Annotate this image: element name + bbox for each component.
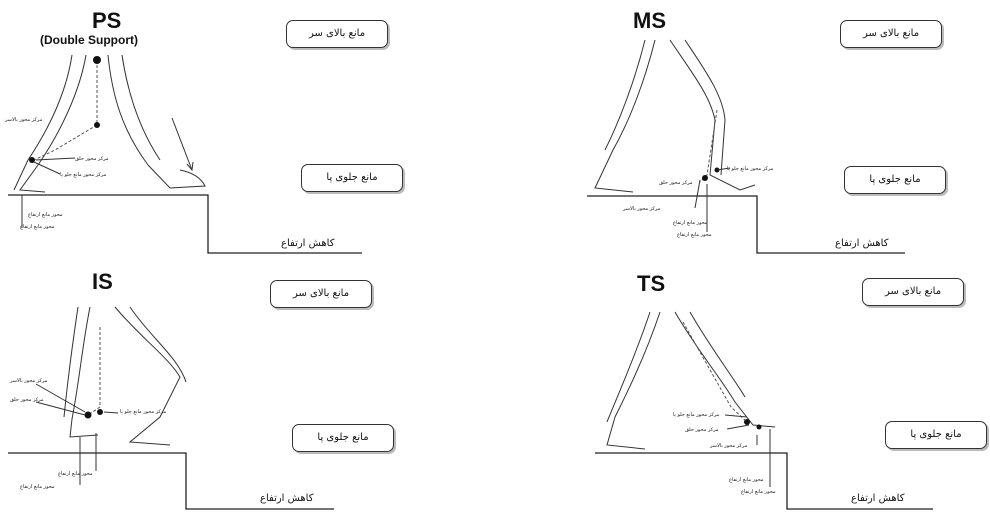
ground-step-outline [8, 452, 334, 510]
overhead-obstacle-label: مانع بالای سر [286, 20, 388, 48]
marker-chain [29, 60, 98, 163]
panel-ts: TS مانع بالای سر مانع جلوی پا کاهش ارتفا… [495, 257, 990, 514]
front-obstacle-label: مانع جلوی پا [292, 424, 394, 452]
rear-leg [606, 311, 661, 450]
ps-gait-drawing [8, 54, 362, 254]
rear-leg-back [13, 54, 73, 191]
marker-label: محور مانع ارتفاع [677, 232, 712, 238]
panel-ms: MS مانع بالای سر مانع جلوی پا کاهش ارتفا… [495, 0, 990, 257]
marker-dot [94, 122, 100, 128]
marker-label: مرکز محور مانع جلو پا [673, 412, 720, 418]
front-leg-back [684, 39, 726, 176]
rear-leg-back [606, 311, 651, 423]
ms-gait-drawing [587, 39, 905, 254]
front-leg [107, 54, 206, 189]
marker-chain [699, 109, 718, 183]
height-drop-label: کاهش ارتفاع [260, 493, 314, 504]
marker-dot [29, 157, 35, 163]
marker-label: محور مانع ارتفاع [729, 477, 764, 483]
marker-dot [756, 424, 762, 430]
overhead-obstacle-label: مانع بالای سر [270, 280, 372, 308]
marker-label: محور مانع ارتفاع [673, 220, 708, 226]
front-leg [674, 311, 776, 428]
marker-label: مرکز محور مانع جلو پا [60, 172, 107, 178]
marker-label: مرکز محور بالاسر [710, 443, 748, 449]
marker-dot [84, 411, 92, 419]
phase-title: TS [637, 271, 666, 296]
rear-leg-back [604, 39, 646, 151]
motion-arrow [171, 117, 193, 171]
phase-subtitle: (Double Support) [40, 33, 138, 47]
marker-label: محور مانع ارتفاع [58, 471, 93, 477]
panel-ps: PS (Double Support) مانع بالای سر مانع ج… [0, 0, 495, 257]
front-leg [669, 39, 756, 191]
height-drop-label: کاهش ارتفاع [835, 238, 889, 249]
ts-gait-drawing [595, 311, 933, 510]
marker-dot [97, 409, 103, 415]
label-leader [694, 167, 731, 232]
marker-label: مرکز محور بالاسر [10, 378, 48, 384]
panel-is: IS مانع بالای سر مانع جلوی پا کاهش ارتفا… [0, 257, 495, 514]
front-obstacle-label: مانع جلوی پا [885, 421, 987, 449]
height-drop-label: کاهش ارتفاع [851, 493, 905, 504]
rear-leg [594, 39, 656, 193]
marker-label: مرکز محور مانع جلو پا [727, 166, 774, 172]
marker-label: محور مانع ارتفاع [20, 484, 55, 490]
phase-title: MS [633, 8, 666, 33]
front-leg-back [689, 311, 746, 398]
front-obstacle-label: مانع جلوی پا [844, 166, 946, 194]
overhead-obstacle-label: مانع بالای سر [862, 278, 964, 306]
overhead-obstacle-label: مانع بالای سر [840, 20, 942, 48]
marker-label: محور مانع ارتفاع [741, 489, 776, 495]
front-obstacle-label: مانع جلوی پا [301, 164, 403, 192]
label-leader [21, 157, 76, 228]
marker-label: مرکز محور حلق [75, 156, 109, 162]
rear-leg [69, 306, 99, 438]
ground-step-outline [595, 452, 933, 510]
marker-dot [702, 175, 708, 181]
ground-step-outline [587, 195, 905, 254]
marker-dot [744, 419, 750, 425]
marker-chain [87, 327, 101, 416]
front-leg-back [121, 54, 161, 161]
front-leg-back [129, 306, 187, 383]
ground-step-outline [8, 194, 362, 254]
marker-label: مرکز محور بالاسر [623, 206, 661, 212]
is-gait-drawing [8, 306, 334, 510]
phase-title: PS [92, 8, 122, 33]
marker-label: مرکز محور حلق [659, 180, 693, 186]
marker-label: مرکز محور حلق [10, 397, 44, 403]
rear-leg-back [63, 306, 79, 418]
marker-label: محور مانع ارتفاع [28, 212, 63, 218]
marker-dot [93, 56, 101, 64]
motion-arrow-head [186, 161, 194, 172]
front-leg [114, 306, 181, 446]
label-leader [724, 414, 771, 487]
marker-label: مرکز محور مانع جلو پا [120, 409, 167, 415]
marker-label: مرکز محور بالاسر [5, 117, 43, 123]
height-drop-label: کاهش ارتفاع [281, 238, 335, 249]
marker-label: محور مانع ارتفاع [20, 224, 55, 230]
phase-title: IS [92, 269, 113, 294]
rear-leg [19, 54, 87, 193]
marker-label: مرکز محور حلق [685, 427, 719, 433]
label-leader [35, 383, 119, 485]
